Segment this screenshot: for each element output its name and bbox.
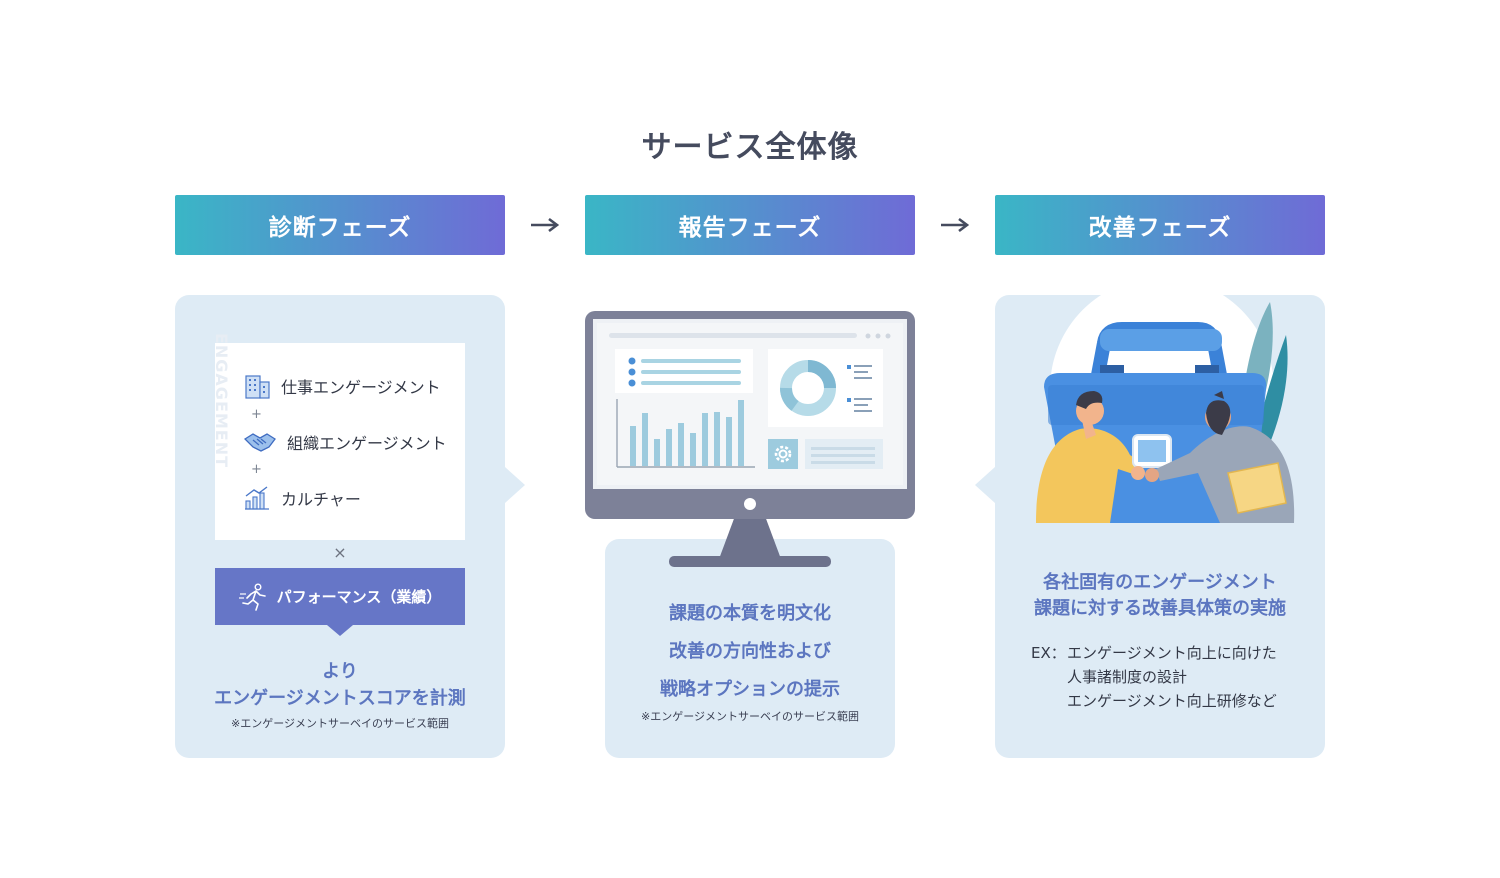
diagnosis-result-line1: より (322, 661, 358, 682)
ex-line-1: エンゲージメント向上に向けた (1067, 644, 1277, 662)
times-sign: × (333, 543, 347, 562)
handshake-icon (243, 433, 276, 452)
ex-line-3: エンゲージメント向上研修など (1067, 692, 1277, 710)
list-item: 組織エンゲージメント (243, 430, 447, 454)
panel-pointer (505, 467, 525, 503)
performance-pointer (327, 625, 353, 636)
gear-icon (774, 445, 792, 463)
engagement-card: ENGAGEMENT 仕事エンゲージメント + 組織エンゲージメント + カルチ… (213, 332, 465, 540)
phase-header-diagnosis: 診断フェーズ (175, 195, 505, 255)
chart-growth-icon (245, 486, 269, 510)
improve-headline2: 課題に対する改善具体策の実施 (1034, 598, 1286, 619)
report-line1: 課題の本質を明文化 (669, 603, 831, 624)
arrow-right-icon (523, 207, 567, 243)
improve-headline1: 各社固有のエンゲージメント (1043, 572, 1277, 593)
list-item: 仕事エンゲージメント (243, 373, 441, 399)
report-line3: 戦略オプションの提示 (660, 679, 840, 700)
handshake-illustration (1036, 277, 1295, 523)
list-item: カルチャー (243, 484, 361, 512)
phase-header-improve: 改善フェーズ (995, 195, 1325, 255)
page-title: サービス全体像 (641, 130, 859, 165)
building-icon (245, 375, 270, 399)
monitor-illustration (585, 311, 915, 567)
runner-icon (238, 583, 266, 611)
report-line2: 改善の方向性および (669, 641, 831, 662)
phase-header-report: 報告フェーズ (585, 195, 915, 255)
plus-sign: + (251, 407, 262, 422)
ex-prefix: EX： (1031, 644, 1066, 662)
report-panel (605, 539, 895, 758)
performance-label: パフォーマンス（業績） (276, 588, 442, 606)
plus-sign: + (251, 462, 262, 477)
panel-pointer (975, 467, 995, 503)
performance-box: パフォーマンス（業績） (215, 568, 465, 625)
ex-line-2: 人事諸制度の設計 (1067, 668, 1188, 686)
diagnosis-result-line2: エンゲージメントスコアを計測 (214, 688, 466, 709)
engagement-vertical-label: ENGAGEMENT (212, 332, 232, 468)
arrow-right-icon (933, 207, 977, 243)
diagnosis-note: ※エンゲージメントサーベイのサービス範囲 (231, 717, 449, 730)
report-note: ※エンゲージメントサーベイのサービス範囲 (641, 710, 859, 723)
